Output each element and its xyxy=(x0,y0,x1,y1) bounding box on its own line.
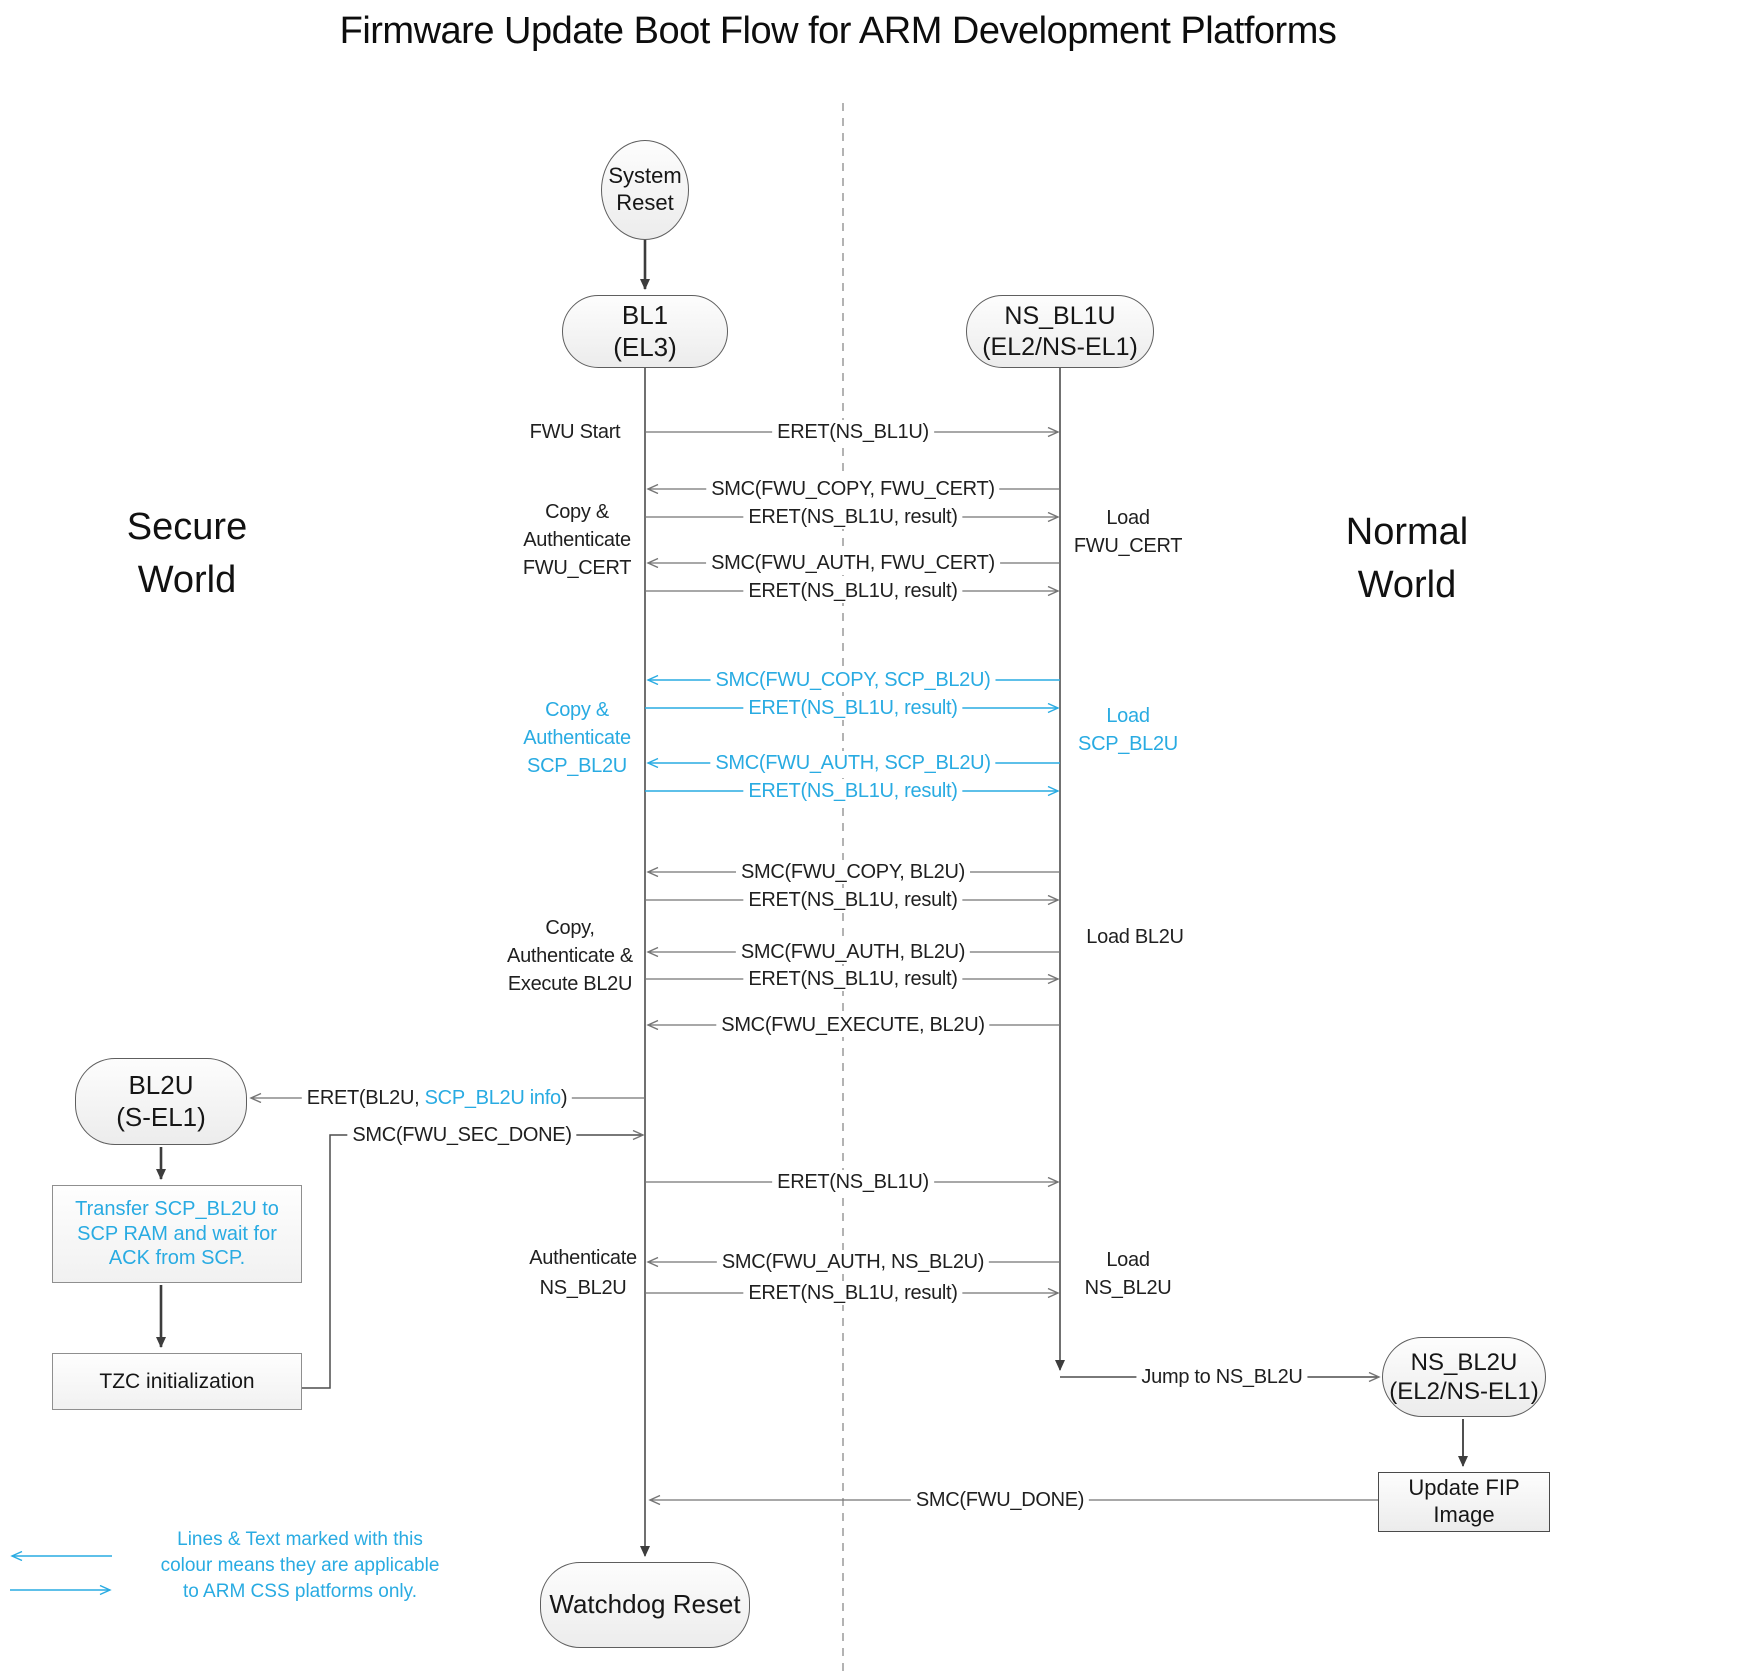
load-fwu-cert-line1: Load xyxy=(1106,507,1150,529)
message-label-5: SMC(FWU_COPY, SCP_BL2U) xyxy=(710,668,996,692)
system-reset-line1: System xyxy=(608,163,682,189)
ns-bl1u-line1: NS_BL1U xyxy=(1004,302,1116,330)
fwu-start-text: FWU Start xyxy=(529,421,621,443)
load-ns-bl2u-line1: Load xyxy=(1106,1249,1150,1271)
secure-world-line2: World xyxy=(137,559,237,601)
transfer-line3: ACK from SCP. xyxy=(108,1247,246,1270)
copy-auth-fwu-cert-line3: FWU_CERT xyxy=(522,557,632,579)
copy-auth-scp-bl2u-line2: Authenticate xyxy=(523,727,631,749)
legend-line2: colour means they are applicable xyxy=(160,1555,440,1576)
jump-to-ns-bl2u-label: Jump to NS_BL2U xyxy=(1136,1365,1308,1389)
legend-line3: to ARM CSS platforms only. xyxy=(182,1581,418,1602)
legend-note: Lines & Text marked with this colour mea… xyxy=(161,1527,440,1605)
copy-auth-exec-bl2u-line2: Authenticate & xyxy=(507,945,633,967)
bl2u-line1: BL2U xyxy=(128,1069,194,1100)
copy-auth-exec-bl2u-line1: Copy, xyxy=(545,917,595,939)
message-label-11: SMC(FWU_AUTH, BL2U) xyxy=(735,940,971,964)
normal-world-label: Normal World xyxy=(1346,506,1468,612)
eret-bl2u-label: ERET(BL2U, SCP_BL2U info) xyxy=(301,1086,573,1110)
ns-bl1u-line2: (EL2/NS-EL1) xyxy=(982,332,1138,361)
label-fwu-start: FWU Start xyxy=(530,418,621,446)
node-transfer-scp-bl2u: Transfer SCP_BL2U to SCP RAM and wait fo… xyxy=(52,1185,302,1283)
auth-ns-bl2u-line1: Authenticate xyxy=(529,1247,637,1269)
node-watchdog-reset: Watchdog Reset xyxy=(540,1562,750,1648)
message-label-14: ERET(NS_BL1U) xyxy=(772,1170,934,1194)
message-label-3: SMC(FWU_AUTH, FWU_CERT) xyxy=(706,551,1000,575)
copy-auth-fwu-cert-line1: Copy & xyxy=(545,501,609,523)
secure-world-label: Secure World xyxy=(127,501,247,607)
message-label-7: SMC(FWU_AUTH, SCP_BL2U) xyxy=(710,751,996,775)
label-copy-auth-scp-bl2u: Copy & Authenticate SCP_BL2U xyxy=(523,696,631,780)
node-tzc-initialization: TZC initialization xyxy=(52,1353,302,1410)
transfer-line1: Transfer SCP_BL2U to xyxy=(75,1198,279,1221)
eret-bl2u-suffix: ) xyxy=(560,1087,568,1109)
legend-line1: Lines & Text marked with this xyxy=(177,1529,423,1550)
load-ns-bl2u-line2: NS_BL2U xyxy=(1084,1277,1172,1299)
label-load-fwu-cert: Load FWU_CERT xyxy=(1073,504,1183,560)
message-label-6: ERET(NS_BL1U, result) xyxy=(743,696,963,720)
message-label-9: SMC(FWU_COPY, BL2U) xyxy=(736,860,970,884)
smc-fwu-sec-done-label: SMC(FWU_SEC_DONE) xyxy=(347,1123,577,1147)
label-copy-auth-exec-bl2u: Copy, Authenticate & Execute BL2U xyxy=(507,914,633,998)
load-fwu-cert-line2: FWU_CERT xyxy=(1073,535,1183,557)
bl2u-line2: (S-EL1) xyxy=(116,1101,206,1132)
eret-bl2u-accent: SCP_BL2U info xyxy=(424,1087,561,1109)
message-label-15: SMC(FWU_AUTH, NS_BL2U) xyxy=(716,1250,990,1274)
copy-auth-exec-bl2u-line3: Execute BL2U xyxy=(507,973,633,995)
message-label-0: ERET(NS_BL1U) xyxy=(772,420,934,444)
watchdog-reset-label: Watchdog Reset xyxy=(549,1589,741,1620)
copy-auth-scp-bl2u-line3: SCP_BL2U xyxy=(527,755,627,777)
message-label-2: ERET(NS_BL1U, result) xyxy=(743,505,963,529)
message-label-8: ERET(NS_BL1U, result) xyxy=(743,779,963,803)
copy-auth-scp-bl2u-line1: Copy & xyxy=(545,699,609,721)
smc-fwu-done-label: SMC(FWU_DONE) xyxy=(910,1488,1090,1512)
eret-bl2u-prefix: ERET(BL2U, xyxy=(306,1087,425,1109)
message-label-16: ERET(NS_BL1U, result) xyxy=(743,1281,963,1305)
tzc-init-label: TZC initialization xyxy=(99,1369,255,1393)
node-bl1: BL1 (EL3) xyxy=(562,295,728,368)
message-label-1: SMC(FWU_COPY, FWU_CERT) xyxy=(706,477,1000,501)
bl1-line2: (EL3) xyxy=(613,331,677,362)
copy-auth-fwu-cert-line2: Authenticate xyxy=(523,529,631,551)
node-update-fip-image: Update FIP Image xyxy=(1378,1472,1550,1532)
transfer-line2: SCP RAM and wait for xyxy=(77,1222,277,1245)
load-scp-bl2u-line1: Load xyxy=(1106,705,1150,727)
node-ns-bl1u: NS_BL1U (EL2/NS-EL1) xyxy=(966,295,1154,368)
label-load-scp-bl2u: Load SCP_BL2U xyxy=(1078,702,1178,758)
ns-bl2u-line2: (EL2/NS-EL1) xyxy=(1389,1378,1539,1405)
label-copy-auth-fwu-cert: Copy & Authenticate FWU_CERT xyxy=(522,498,632,582)
message-label-4: ERET(NS_BL1U, result) xyxy=(743,579,963,603)
label-auth-ns-bl2u: Authenticate NS_BL2U xyxy=(529,1243,637,1303)
page-title: Firmware Update Boot Flow for ARM Develo… xyxy=(339,10,1337,52)
ns-bl2u-line1: NS_BL2U xyxy=(1410,1348,1518,1376)
update-fip-label: Update FIP Image xyxy=(1408,1475,1520,1527)
label-load-bl2u: Load BL2U xyxy=(1086,923,1184,951)
node-system-reset: System Reset xyxy=(601,140,689,240)
node-ns-bl2u: NS_BL2U (EL2/NS-EL1) xyxy=(1382,1337,1546,1417)
node-bl2u: BL2U (S-EL1) xyxy=(75,1058,247,1145)
load-bl2u-text: Load BL2U xyxy=(1086,926,1184,948)
normal-world-line2: World xyxy=(1357,564,1457,606)
label-load-ns-bl2u: Load NS_BL2U xyxy=(1085,1246,1172,1302)
message-label-12: ERET(NS_BL1U, result) xyxy=(743,967,963,991)
message-label-10: ERET(NS_BL1U, result) xyxy=(743,888,963,912)
normal-world-line1: Normal xyxy=(1345,511,1469,553)
auth-ns-bl2u-line2: NS_BL2U xyxy=(539,1277,627,1299)
system-reset-line2: Reset xyxy=(616,190,674,215)
load-scp-bl2u-line2: SCP_BL2U xyxy=(1078,733,1178,755)
bl1-line1: BL1 xyxy=(621,299,669,330)
message-label-13: SMC(FWU_EXECUTE, BL2U) xyxy=(716,1013,990,1037)
secure-world-line1: Secure xyxy=(126,506,248,548)
